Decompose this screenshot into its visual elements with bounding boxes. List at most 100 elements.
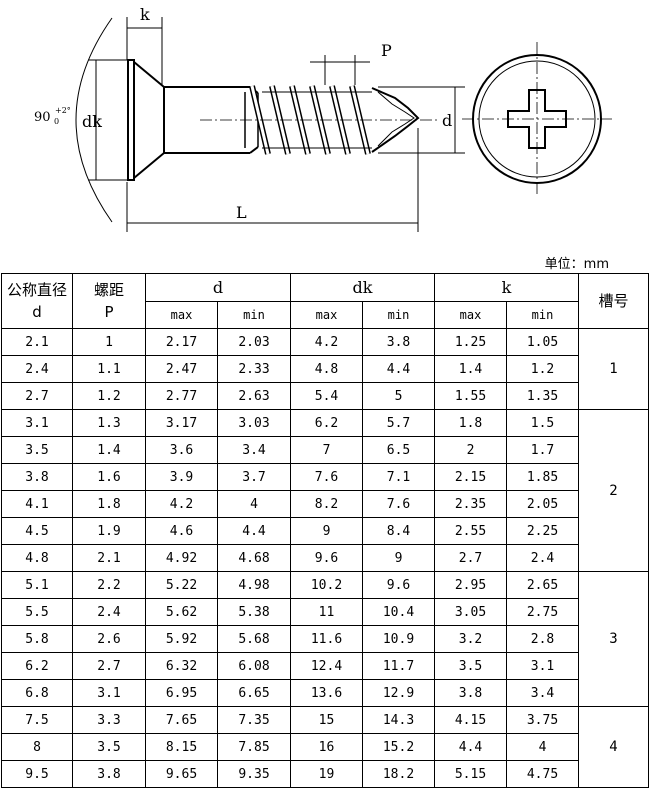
table-cell: 1.4 bbox=[72, 436, 146, 464]
slot-number-cell: 1 bbox=[578, 328, 649, 410]
table-cell: 1.35 bbox=[505, 382, 580, 410]
table-cell: 6.8 bbox=[1, 679, 73, 707]
table-cell: 5.15 bbox=[434, 760, 507, 788]
table-cell: 2.33 bbox=[217, 355, 291, 383]
table-cell: 6.32 bbox=[145, 652, 218, 680]
unit-label: 单位：mm bbox=[544, 257, 609, 272]
table-cell: 1.6 bbox=[72, 463, 146, 491]
table-cell: 1 bbox=[72, 328, 146, 356]
table-cell: 2.63 bbox=[217, 382, 291, 410]
table-cell: 2.65 bbox=[505, 571, 580, 599]
table-cell: 3.4 bbox=[217, 436, 291, 464]
table-cell: 2.1 bbox=[72, 544, 146, 572]
table-cell: 11.6 bbox=[290, 625, 363, 653]
header-dk-min: min bbox=[362, 301, 435, 329]
table-cell: 4.4 bbox=[217, 517, 291, 545]
table-cell: 5.62 bbox=[145, 598, 218, 626]
table-cell: 2.4 bbox=[72, 598, 146, 626]
table-cell: 10.9 bbox=[362, 625, 435, 653]
table-cell: 5 bbox=[362, 382, 435, 410]
table-cell: 5.5 bbox=[1, 598, 73, 626]
table-cell: 3.8 bbox=[362, 328, 435, 356]
table-cell: 9.6 bbox=[362, 571, 435, 599]
table-cell: 3.4 bbox=[505, 679, 580, 707]
table-cell: 1.55 bbox=[434, 382, 507, 410]
table-cell: 10.2 bbox=[290, 571, 363, 599]
table-cell: 7.65 bbox=[145, 706, 218, 734]
table-cell: 11.7 bbox=[362, 652, 435, 680]
header-d-min: min bbox=[217, 301, 291, 329]
table-cell: 3.8 bbox=[1, 463, 73, 491]
table-cell: 1.2 bbox=[505, 355, 580, 383]
table-cell: 3.8 bbox=[434, 679, 507, 707]
table-cell: 2.4 bbox=[1, 355, 73, 383]
table-cell: 2.15 bbox=[434, 463, 507, 491]
table-cell: 2.7 bbox=[434, 544, 507, 572]
table-cell: 4.2 bbox=[145, 490, 218, 518]
table-cell: 1.9 bbox=[72, 517, 146, 545]
table-cell: 3.3 bbox=[72, 706, 146, 734]
header-group-d: d bbox=[145, 273, 291, 302]
d-label: d bbox=[442, 111, 452, 130]
table-cell: 1.3 bbox=[72, 409, 146, 437]
table-cell: 2.4 bbox=[505, 544, 580, 572]
table-cell: 5.4 bbox=[290, 382, 363, 410]
table-cell: 7.6 bbox=[290, 463, 363, 491]
table-cell: 12.4 bbox=[290, 652, 363, 680]
table-cell: 1.4 bbox=[434, 355, 507, 383]
header-pitch: 螺距 P bbox=[72, 273, 146, 329]
table-cell: 6.5 bbox=[362, 436, 435, 464]
header-group-dk: dk bbox=[290, 273, 435, 302]
table-cell: 2.75 bbox=[505, 598, 580, 626]
table-cell: 4.4 bbox=[434, 733, 507, 761]
table-cell: 2.6 bbox=[72, 625, 146, 653]
table-cell: 6.08 bbox=[217, 652, 291, 680]
table-cell: 5.38 bbox=[217, 598, 291, 626]
table-cell: 4.4 bbox=[362, 355, 435, 383]
table-cell: 5.92 bbox=[145, 625, 218, 653]
table-cell: 4.8 bbox=[1, 544, 73, 572]
k-label: k bbox=[140, 5, 150, 24]
screw-drawing: k P 90 +2° 0 dk d L bbox=[34, 5, 612, 232]
table-cell: 8 bbox=[1, 733, 73, 761]
table-cell: 4.2 bbox=[290, 328, 363, 356]
p-label: P bbox=[381, 41, 392, 60]
table-cell: 1.5 bbox=[505, 409, 580, 437]
table-cell: 10.4 bbox=[362, 598, 435, 626]
table-cell: 6.65 bbox=[217, 679, 291, 707]
table-cell: 2.95 bbox=[434, 571, 507, 599]
table-cell: 4.8 bbox=[290, 355, 363, 383]
table-cell: 1.85 bbox=[505, 463, 580, 491]
table-cell: 13.6 bbox=[290, 679, 363, 707]
table-cell: 15.2 bbox=[362, 733, 435, 761]
table-cell: 2.77 bbox=[145, 382, 218, 410]
table-cell: 8.15 bbox=[145, 733, 218, 761]
table-cell: 9 bbox=[362, 544, 435, 572]
table-cell: 9.5 bbox=[1, 760, 73, 788]
table-cell: 7.6 bbox=[362, 490, 435, 518]
table-cell: 5.8 bbox=[1, 625, 73, 653]
table-cell: 3.03 bbox=[217, 409, 291, 437]
table-cell: 3.6 bbox=[145, 436, 218, 464]
table-cell: 4.98 bbox=[217, 571, 291, 599]
table-cell: 2.17 bbox=[145, 328, 218, 356]
table-cell: 2.1 bbox=[1, 328, 73, 356]
table-cell: 2 bbox=[434, 436, 507, 464]
table-cell: 9 bbox=[290, 517, 363, 545]
table-cell: 3.5 bbox=[434, 652, 507, 680]
header-dk-max: max bbox=[290, 301, 363, 329]
table-cell: 6.95 bbox=[145, 679, 218, 707]
specification-table: 公称直径 d 螺距 P d dk k 槽号 max min max min ma… bbox=[1, 273, 649, 788]
table-cell: 9.6 bbox=[290, 544, 363, 572]
table-cell: 7.85 bbox=[217, 733, 291, 761]
